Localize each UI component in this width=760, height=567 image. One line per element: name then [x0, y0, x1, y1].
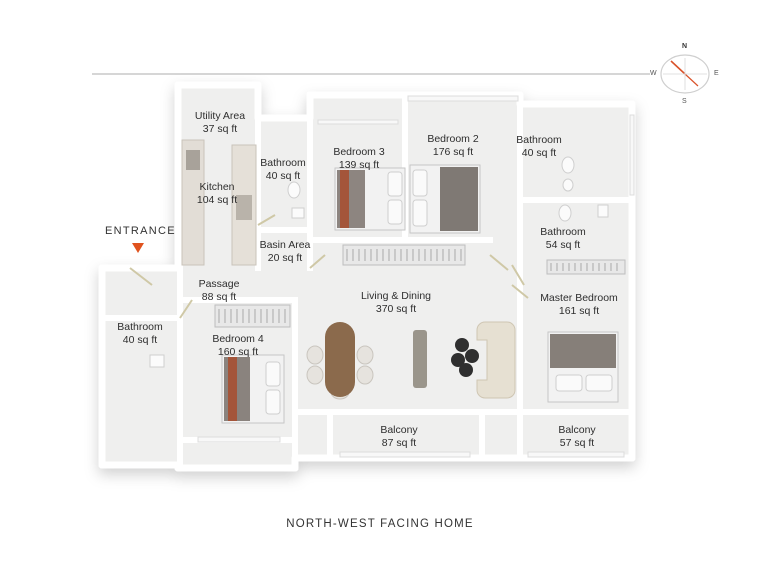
- wardrobes: [214, 244, 626, 328]
- entrance-arrow-icon: [132, 243, 144, 253]
- bed-bedroom2: [409, 164, 481, 234]
- bed-master: [547, 331, 619, 403]
- kitchen-counters: [181, 139, 257, 266]
- bed-bedroom4: [221, 354, 285, 424]
- dining-set: [306, 322, 374, 400]
- page-title: NORTH-WEST FACING HOME: [286, 518, 474, 530]
- compass-s: S: [682, 98, 687, 105]
- bed-bedroom3: [334, 167, 406, 231]
- compass-w: W: [650, 70, 657, 77]
- bathroom-fixtures: [149, 156, 609, 368]
- compass-n: N: [682, 43, 688, 50]
- wardrobe-hangers: [218, 249, 618, 323]
- windows: [197, 95, 635, 458]
- compass-needle: [670, 60, 686, 75]
- compass-e: E: [714, 70, 719, 77]
- compass-icon: [660, 54, 710, 94]
- console-table: [413, 330, 427, 388]
- coffee-tables: [451, 338, 479, 377]
- door-swings: [129, 214, 529, 319]
- sofa: [476, 321, 516, 399]
- entrance-label: ENTRANCE: [105, 225, 176, 237]
- interior-walls: [99, 92, 635, 468]
